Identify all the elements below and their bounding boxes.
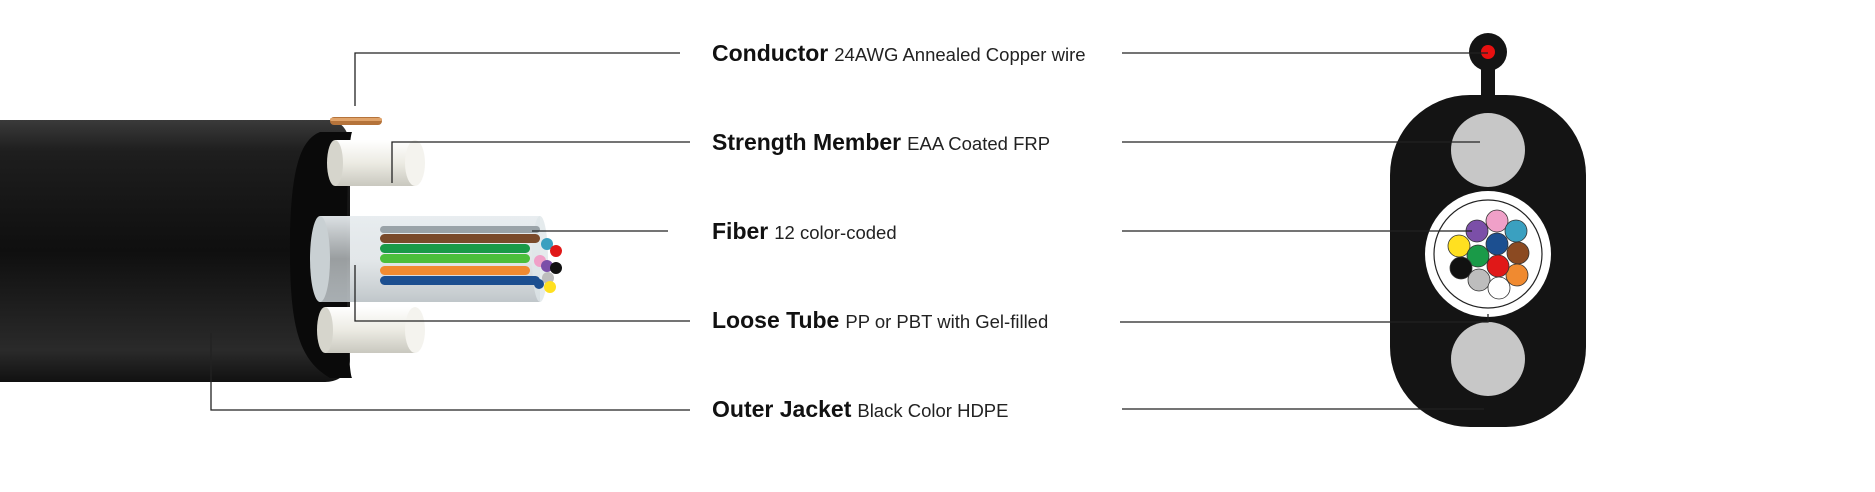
label-loose-tube-desc: PP or PBT with Gel-filled <box>845 311 1049 332</box>
fiber-tip <box>550 262 562 274</box>
fiber-tip <box>541 238 553 250</box>
fiber-circle <box>1447 234 1471 258</box>
label-fiber-name: Fiber <box>712 218 769 244</box>
fiber-tip <box>544 281 556 293</box>
leader-conductor-left <box>354 52 680 106</box>
fiber-circle <box>1449 256 1473 280</box>
label-strength-member-name: Strength Member <box>712 129 902 155</box>
leader-strength-left <box>391 141 690 183</box>
fiber-circle <box>1504 219 1528 243</box>
fiber-circle <box>1486 254 1510 278</box>
cable-cross-section <box>1390 33 1586 427</box>
fiber-bundle <box>380 226 562 293</box>
outer-jacket-body <box>0 120 350 382</box>
leader-lines <box>210 52 1489 411</box>
strength-member-bottom-section <box>1451 322 1525 396</box>
label-conductor-desc: 24AWG Annealed Copper wire <box>834 44 1086 65</box>
fiber-cross-sections <box>1447 209 1530 300</box>
label-strength-member-desc: EAA Coated FRP <box>907 133 1051 154</box>
label-conductor-name: Conductor <box>712 40 829 66</box>
fiber-tip <box>534 279 544 289</box>
cable-3d-view <box>0 117 562 382</box>
fiber-circle <box>1506 241 1530 265</box>
fiber-tip <box>542 272 554 284</box>
leader-tube-right <box>1120 314 1489 323</box>
fiber-tip <box>550 245 562 257</box>
fiber-tip <box>541 260 553 272</box>
fiber-circle <box>1466 244 1490 268</box>
conductor-core <box>1481 45 1495 59</box>
fiber-orange <box>380 266 530 275</box>
fiber-circle <box>1487 276 1511 300</box>
strength-member-upper <box>327 140 425 186</box>
fiber-circle <box>1485 232 1509 256</box>
label-outer-jacket-name: Outer Jacket <box>712 396 852 422</box>
label-outer-jacket-desc: Black Color HDPE <box>857 400 1009 421</box>
fiber-blue <box>380 276 540 285</box>
conductor-highlight <box>330 118 382 121</box>
fiber-circle <box>1467 268 1491 292</box>
label-fiber-desc: 12 color-coded <box>774 222 897 243</box>
strength-member-top-section <box>1451 113 1525 187</box>
leader-jacket-left <box>210 333 690 411</box>
fiber-circle <box>1505 263 1529 287</box>
fiber-circle <box>1485 209 1509 233</box>
leader-tube-left <box>354 265 690 322</box>
label-loose-tube-name: Loose Tube <box>712 307 840 333</box>
fiber-green <box>380 244 530 253</box>
strength-member-lower <box>317 307 425 353</box>
